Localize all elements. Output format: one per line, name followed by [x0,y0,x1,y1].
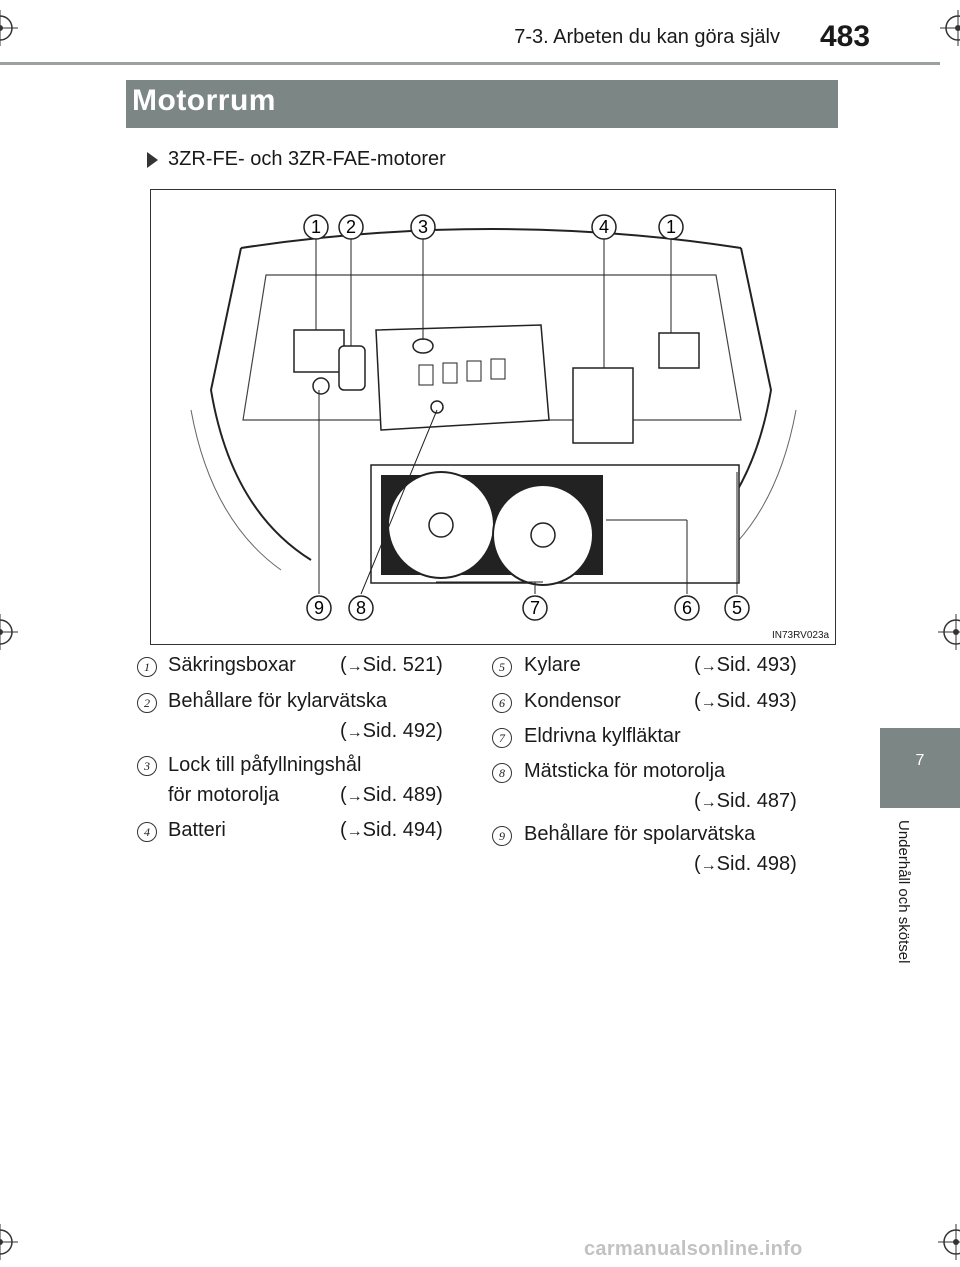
svg-text:4: 4 [599,217,609,237]
callout-top-4: 4 [591,214,617,240]
svg-text:2: 2 [346,217,356,237]
callout-bottom-5: 5 [724,595,750,621]
item-label: Säkringsboxar [168,654,296,676]
callout-top-1: 1 [303,214,329,240]
section-bar [126,80,838,128]
item-number-badge: 4 [137,822,157,842]
callout-bottom-8: 8 [348,595,374,621]
callout-top-3: 3 [410,214,436,240]
callout-top-2: 2 [338,214,364,240]
svg-text:8: 8 [356,598,366,618]
item-ref: (→Sid. 489) [340,784,443,806]
item-number-badge: 3 [137,756,157,776]
callout-bottom-9: 9 [306,595,332,621]
registration-mark-icon [938,614,960,650]
item-label: Kylare [524,654,581,676]
item-label: Behållare för kylarvätska [168,690,387,712]
item-label: Mätsticka för motorolja [524,760,726,782]
item-label: Batteri [168,819,226,841]
item-ref: (→Sid. 493) [694,690,797,712]
engine-figure: 1 2 3 4 1 9 8 7 6 5 [150,189,836,645]
callout-bottom-7: 7 [522,595,548,621]
figure-code: IN73RV023a [772,630,830,641]
item-number-badge: 1 [137,657,157,677]
engine-bay-illustration: 1 2 3 4 1 9 8 7 6 5 [190,214,797,621]
item-label: Kondensor [524,690,621,712]
section-title: Motorrum [132,84,276,117]
svg-text:5: 5 [732,598,742,618]
svg-text:9: 9 [314,598,324,618]
svg-text:6: 6 [682,598,692,618]
running-head: 7-3. Arbeten du kan göra själv [514,26,780,48]
chapter-title: Underhåll och skötsel [895,820,912,964]
item-label: Behållare för spolarvätska [524,823,756,845]
item-number-badge: 5 [492,657,512,677]
item-number-badge: 6 [492,693,512,713]
svg-text:7: 7 [530,598,540,618]
item-label-line2: för motorolja [168,784,280,806]
item-number-badge: 2 [137,693,157,713]
svg-text:1: 1 [666,217,676,237]
item-ref: (→Sid. 521) [340,654,443,676]
registration-mark-icon [938,1224,960,1260]
registration-mark-icon [0,10,18,46]
chapter-number: 7 [915,752,925,769]
watermark: carmanualsonline.info [584,1238,803,1260]
item-ref: (→Sid. 492) [340,720,443,742]
item-ref: (→Sid. 494) [340,819,443,841]
registration-mark-icon [940,10,960,46]
item-ref: (→Sid. 498) [694,853,797,875]
header-rule [0,62,940,65]
svg-text:3: 3 [418,217,428,237]
registration-mark-icon [0,1224,18,1260]
item-ref: (→Sid. 493) [694,654,797,676]
chapter-tab [880,728,960,808]
callout-bottom-6: 6 [674,595,700,621]
page-number: 483 [820,20,871,53]
sub-heading: 3ZR-FE- och 3ZR-FAE-motorer [168,148,446,170]
registration-mark-icon [0,614,18,650]
item-number-badge: 7 [492,728,512,748]
item-label: Lock till påfyllningshål [168,754,362,776]
svg-text:1: 1 [311,217,321,237]
item-ref: (→Sid. 487) [694,790,797,812]
item-number-badge: 9 [492,826,512,846]
item-label: Eldrivna kylfläktar [524,725,681,747]
triangle-bullet-icon [147,152,158,168]
item-number-badge: 8 [492,763,512,783]
callout-top-1b: 1 [658,214,684,240]
